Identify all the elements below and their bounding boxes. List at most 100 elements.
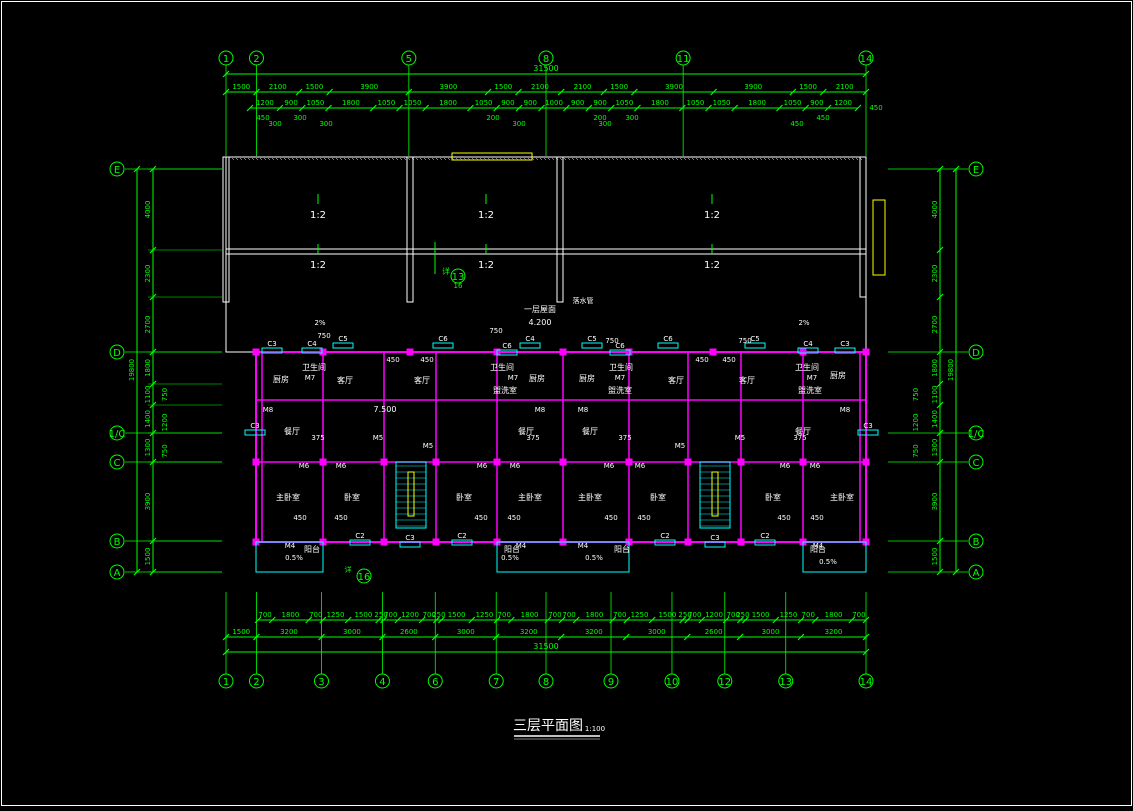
balcony-slope: 0.5% — [819, 558, 837, 566]
top-dim-row2-value: 1050 — [686, 99, 704, 107]
window-tag: C6 — [615, 342, 625, 350]
bottom-axis-13-bubble — [778, 673, 794, 689]
right-dim-value: 1300 — [931, 439, 939, 457]
roof-edge-hatch — [623, 157, 627, 161]
small-detail-ref-bubble — [356, 568, 372, 584]
roof-edge-hatch — [659, 157, 663, 161]
dim-750: 750 — [489, 327, 502, 335]
roof-edge-hatch — [695, 157, 699, 161]
roof-edge-hatch — [803, 157, 807, 161]
roof-edge-hatch — [759, 157, 763, 161]
top-dim-row2-tick — [422, 104, 430, 112]
top-dim-row2-tick — [325, 104, 332, 112]
bottom-dim-row1-tick — [394, 616, 402, 624]
roof-edge-hatch — [635, 157, 639, 161]
window-tag: C6 — [663, 335, 673, 343]
room-label: 盥洗室 — [608, 385, 632, 395]
dim-375: 375 — [618, 434, 631, 442]
roof-slope-label: 1:2 — [704, 260, 720, 271]
top-dim-row3-value: 300 — [293, 114, 306, 122]
top-dim-row1-tick — [326, 88, 334, 96]
bottom-dim-row1-tick — [254, 616, 262, 624]
left-row-axis-C: C — [114, 458, 121, 469]
top-dim-row3-value: 300 — [598, 120, 611, 128]
column — [432, 538, 440, 546]
roof-edge-hatch — [427, 157, 431, 161]
roof-edge-hatch — [567, 157, 571, 161]
top-dim-row3-value: 300 — [512, 120, 525, 128]
roof-edge-hatch — [727, 157, 731, 161]
right-row-axis-E: E — [973, 165, 979, 176]
right-row-axis-A: A — [973, 568, 980, 579]
bottom-dim-row1-tick — [741, 616, 749, 624]
right-row-axis-B: B — [973, 537, 980, 548]
bottom-dim-row1-value: 1250 — [780, 611, 798, 619]
top-dim-row2-value: 1800 — [439, 99, 457, 107]
room-label: 餐厅 — [518, 427, 534, 436]
room-label: 客厅 — [414, 375, 430, 385]
top-dim-row1-tick — [819, 88, 827, 96]
roof-edge-hatch — [243, 157, 247, 161]
top-dim-row3-value: 300 — [319, 120, 332, 128]
left-dim-value: 1400 — [144, 410, 152, 428]
right-dim-value: 1100 — [931, 386, 939, 404]
top-dim-row1-value: 3900 — [665, 83, 683, 91]
door-tag: M5 — [675, 442, 686, 450]
right-row-axis-1/C: 1/C — [968, 429, 985, 440]
top-dim-row2-value: 1050 — [713, 99, 731, 107]
bottom-dim-row1-tick — [375, 616, 383, 624]
roof-edge-hatch — [251, 157, 255, 161]
top-dim-row2-value: 900 — [284, 99, 297, 107]
top-dim-row1-value: 3900 — [744, 83, 762, 91]
bottom-dim-row2-value: 2600 — [705, 628, 723, 636]
window — [654, 539, 676, 546]
left-row-axis-1/C: 1/C — [109, 429, 126, 440]
window — [399, 541, 421, 548]
dim-375: 375 — [526, 434, 539, 442]
dim-tick — [936, 246, 944, 254]
bottom-dim-row1-value: 1250 — [631, 611, 649, 619]
bottom-axis-6: 6 — [432, 677, 438, 688]
bottom-dim-row2-tick — [736, 633, 744, 641]
left-row-axis-E-bubble — [109, 161, 125, 177]
roof-edge-hatch — [675, 157, 679, 161]
bottom-dim-row1-tick — [722, 616, 730, 624]
roof-edge-hatch — [607, 157, 611, 161]
bottom-dim-row1-value: 700 — [258, 611, 271, 619]
roof-detail-num-bubble — [450, 268, 466, 284]
top-dim-row3-value: 450 — [256, 114, 269, 122]
roof-edge-hatch — [299, 157, 303, 161]
roof-edge-hatch — [543, 157, 547, 161]
bottom-axis-3: 3 — [318, 677, 324, 688]
room-label: 餐厅 — [795, 427, 811, 436]
dim-tick — [936, 458, 944, 466]
bottom-dim-row1-tick — [797, 616, 805, 624]
bottom-axis-1: 1 — [223, 677, 229, 688]
left-total-value: 19800 — [128, 359, 136, 381]
window-tag: C6 — [502, 342, 512, 350]
top-dim-row2-tick — [607, 104, 615, 112]
top-dim-row2-tick — [705, 104, 712, 112]
top-dim-row2-value: 900 — [810, 99, 823, 107]
bottom-axis-1-bubble — [218, 673, 234, 689]
column — [252, 348, 260, 356]
roof-edge-hatch — [575, 157, 579, 161]
dim-tick — [936, 380, 944, 388]
roof-slope-2pct: 2% — [314, 319, 325, 327]
column — [862, 348, 870, 356]
roof-edge-hatch — [263, 157, 267, 161]
bottom-axis-4: 4 — [379, 677, 385, 688]
roof-downpipe: 落水管 — [573, 296, 594, 305]
balcony — [496, 541, 630, 573]
bottom-dim-row1-tick — [684, 616, 692, 624]
bottom-dim-row1-value: 700 — [423, 611, 436, 619]
left-row-axis-A: A — [114, 568, 121, 579]
column — [319, 458, 327, 466]
roof-edge-hatch — [247, 157, 251, 161]
roof-edge-hatch — [735, 157, 739, 161]
bottom-dim-row1-value: 1200 — [401, 611, 419, 619]
roof-edge-hatch — [775, 157, 779, 161]
top-dim-row3-value: 450 — [816, 114, 829, 122]
top-dim-row1-tick — [515, 88, 522, 96]
roof-edge-hatch — [239, 157, 243, 161]
